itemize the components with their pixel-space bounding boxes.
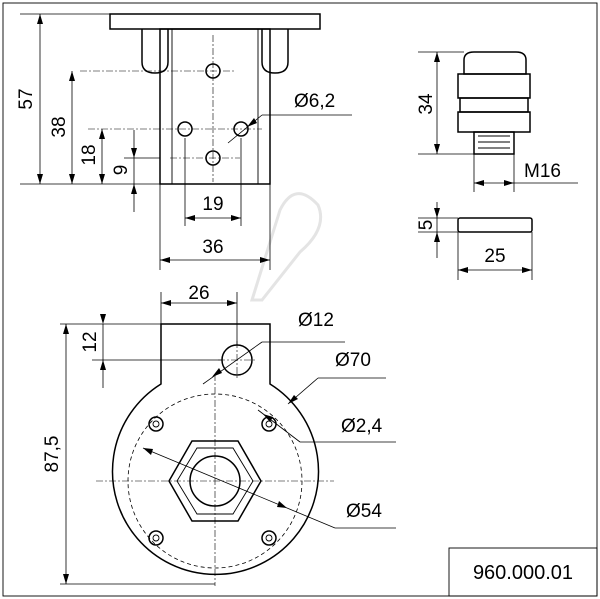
dim-36-label: 36 (202, 237, 223, 258)
cable-gland-view (457, 51, 531, 155)
dim-25-label: 25 (484, 246, 505, 267)
dim-d70-label: Ø70 (335, 350, 371, 371)
dim-d54-label: Ø54 (346, 501, 382, 522)
mounting-hole-bottom-right (261, 530, 277, 546)
gasket-dimensions (418, 202, 533, 280)
title-block (448, 547, 598, 597)
base-plate-top-view (96, 323, 334, 586)
drawing-number: 960.000.01 (473, 562, 573, 584)
dim-19-label: 19 (202, 194, 223, 215)
dim-87-5-label: 87,5 (42, 436, 63, 473)
dim-18-label: 18 (79, 144, 100, 165)
mounting-hole-bottom-left (148, 530, 164, 546)
dim-26-label: 26 (188, 283, 209, 304)
dim-38-label: 38 (49, 116, 70, 137)
watermark-mark (249, 192, 323, 302)
dim-d12-label: Ø12 (298, 310, 334, 331)
dim-5-label: 5 (416, 220, 437, 231)
dim-57-label: 57 (16, 88, 37, 109)
gasket-view (457, 217, 533, 233)
cable-gland-dimensions (418, 51, 578, 192)
dim-d2-4-label: Ø2,4 (341, 416, 383, 437)
bracket-dimensions (20, 13, 352, 270)
dim-12-label: 12 (80, 331, 101, 352)
dim-m16-label: M16 (524, 161, 561, 182)
mounting-hole-top-left (148, 416, 164, 432)
bracket-side-view (80, 13, 321, 185)
dim-34-label: 34 (416, 93, 437, 115)
base-plate-dimensions (60, 292, 396, 585)
dim-d6-2-label: Ø6,2 (294, 91, 335, 112)
dim-9-label: 9 (111, 165, 132, 176)
